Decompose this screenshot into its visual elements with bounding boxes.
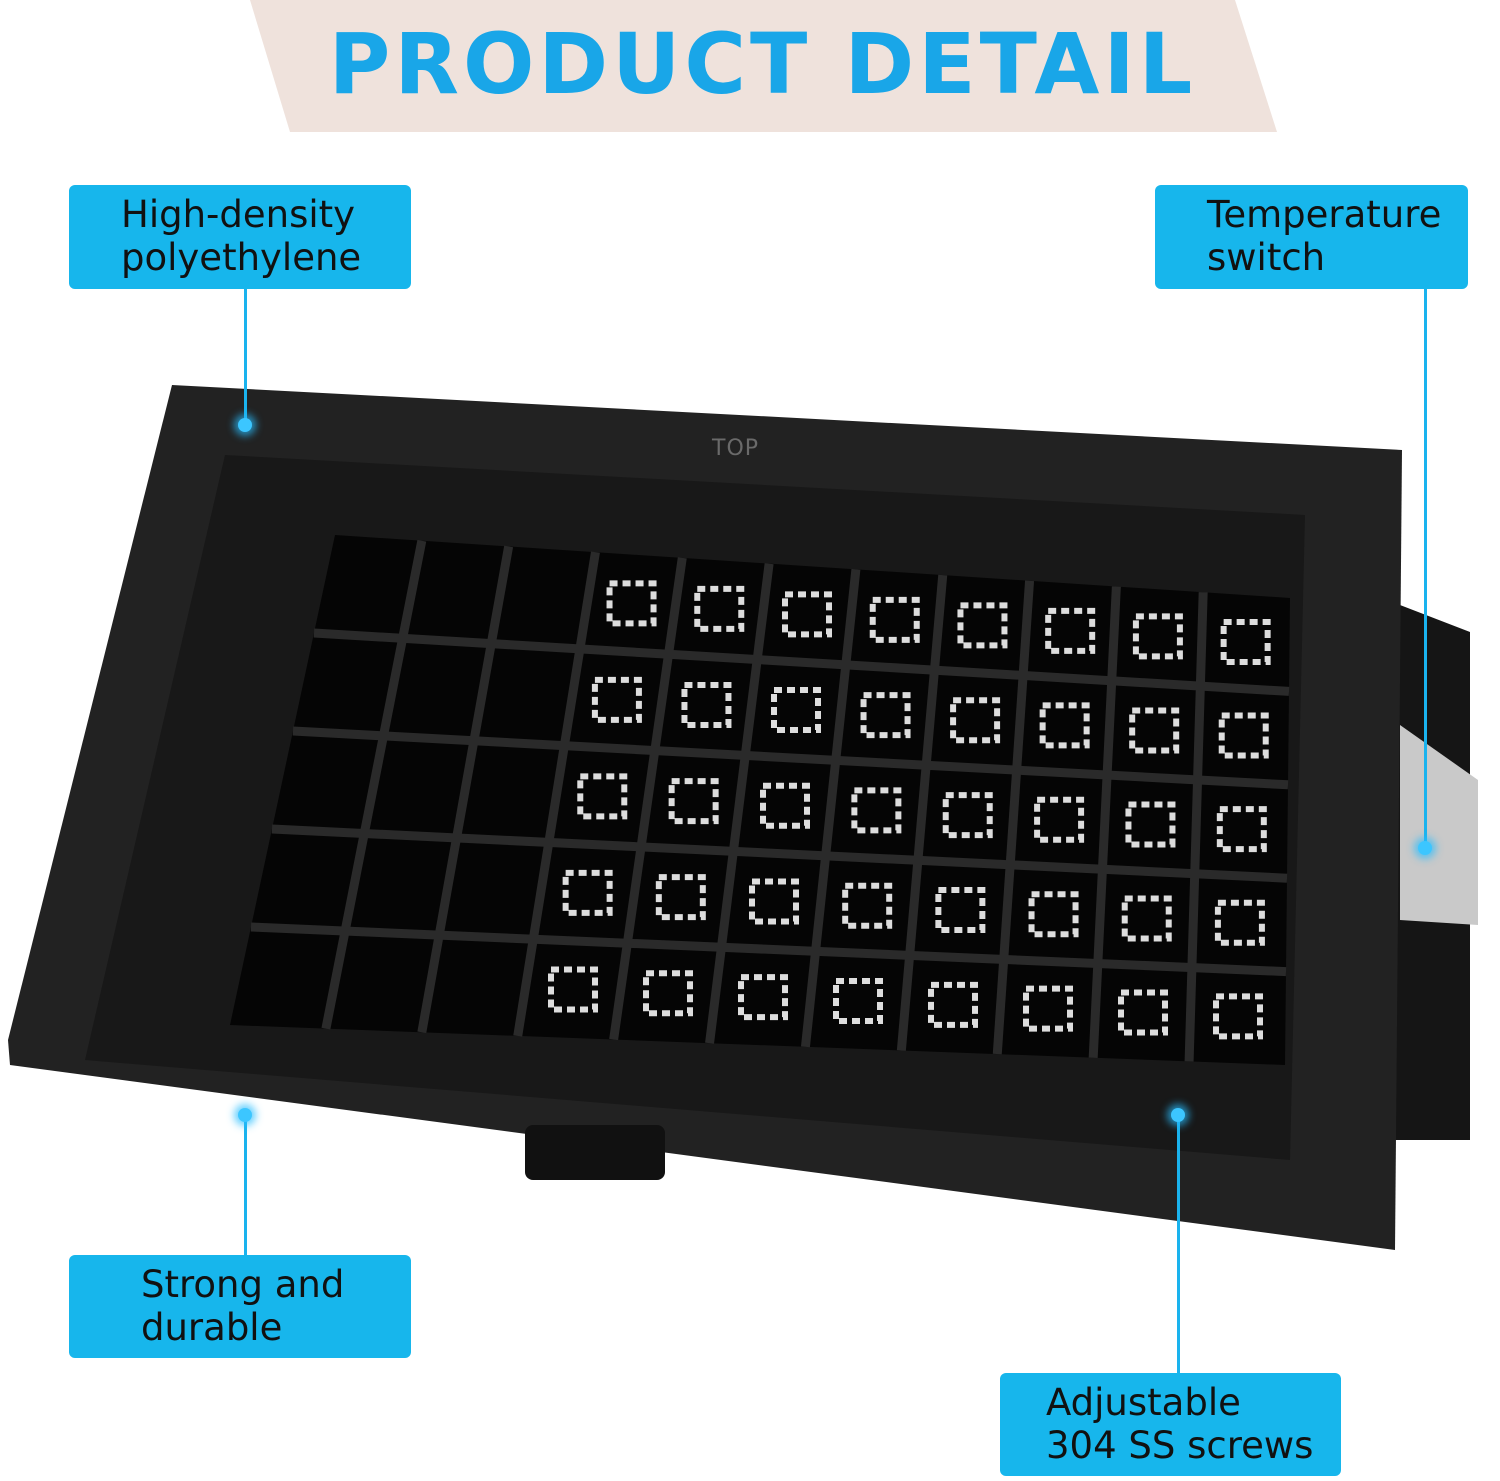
callout-material: High-density polyethylene [69, 185, 411, 289]
screen-cell [950, 697, 1001, 744]
screen-cell [606, 580, 657, 627]
screen-cell [957, 602, 1008, 649]
screen-cell [1213, 993, 1263, 1040]
grille-bar-horizontal [313, 628, 1290, 696]
callout-text: switch [1207, 236, 1326, 279]
screen-cell [1028, 891, 1079, 938]
grille-bar-vertical [609, 557, 687, 1041]
screen-cell [935, 886, 986, 933]
header-banner [250, 0, 1277, 132]
grille-bar-vertical [800, 568, 861, 1048]
callout-dot [1171, 1108, 1185, 1122]
callout-text: polyethylene [121, 236, 362, 279]
screen-cell [668, 778, 719, 825]
screen-cell [591, 676, 642, 723]
screen-cell [1118, 989, 1168, 1036]
screen-cell [1121, 895, 1172, 942]
grille-bar-vertical [992, 580, 1035, 1055]
screen-cell [548, 966, 598, 1013]
screen-cell [1218, 712, 1269, 759]
screen-cell [749, 878, 799, 925]
grille-bar-horizontal [250, 922, 1287, 977]
grille-bar-vertical [321, 539, 427, 1030]
top-marking: TOP [712, 436, 760, 461]
grille-bar-horizontal [271, 824, 1288, 883]
screen-cell [1125, 801, 1176, 848]
grille-bar-vertical [1088, 586, 1121, 1058]
grille-bar-horizontal [292, 726, 1289, 790]
screen-cell [655, 874, 706, 921]
screen-cell [771, 687, 821, 734]
screen-cell [738, 974, 788, 1021]
callout-line [1424, 288, 1427, 848]
callout-text: durable [141, 1306, 283, 1349]
screen-cell [1034, 796, 1085, 843]
grille-bar-vertical [417, 545, 514, 1034]
screen-cell [851, 787, 902, 834]
screen-cell [1039, 702, 1090, 749]
screen-cell [694, 585, 745, 632]
callout-text: 304 SS screws [1046, 1424, 1314, 1467]
callout-dot [238, 1108, 252, 1122]
grille-bar-vertical [896, 574, 948, 1051]
grille-bar-vertical [705, 563, 774, 1044]
screen-cell [760, 782, 810, 829]
temperature-switch-bracket [1400, 725, 1478, 925]
vent-grid [250, 539, 1290, 1062]
callout-line [1177, 1115, 1180, 1373]
screen-cell [1023, 985, 1073, 1032]
screen-cell [869, 596, 920, 643]
callout-line [244, 288, 247, 425]
screen-cell [643, 970, 693, 1017]
callout-temperature-switch: Temperature switch [1155, 185, 1468, 289]
vent-handle [525, 1125, 665, 1180]
screen-cell [562, 869, 613, 916]
screen-cell [1129, 707, 1180, 754]
callout-dot [1418, 841, 1432, 855]
callout-text: Temperature [1207, 193, 1442, 236]
screen-cell [681, 681, 732, 728]
grille-bar-vertical [1184, 592, 1208, 1062]
grille-bar-vertical [513, 551, 600, 1037]
screen-cell [1132, 613, 1183, 660]
screen-cell [782, 591, 832, 638]
screen-cell [860, 692, 911, 739]
page-title: PRODUCT DETAIL [328, 15, 1197, 113]
callout-durability: Strong and durable [69, 1255, 411, 1358]
screen-cell [833, 977, 883, 1024]
screen-cell [942, 792, 993, 839]
screen-cell [1045, 607, 1096, 654]
screen-cell [577, 773, 628, 820]
screen-cell [1220, 618, 1271, 665]
callout-text: High-density [121, 193, 356, 236]
callout-text: Strong and [141, 1263, 345, 1306]
screen-cell [842, 882, 893, 929]
screen-cell [928, 981, 978, 1028]
callout-line [244, 1115, 247, 1255]
callout-dot [238, 418, 252, 432]
screen-cell [1214, 899, 1265, 946]
callout-screws: Adjustable 304 SS screws [1000, 1373, 1341, 1476]
screen-cell [1216, 806, 1267, 853]
callout-text: Adjustable [1046, 1381, 1241, 1424]
